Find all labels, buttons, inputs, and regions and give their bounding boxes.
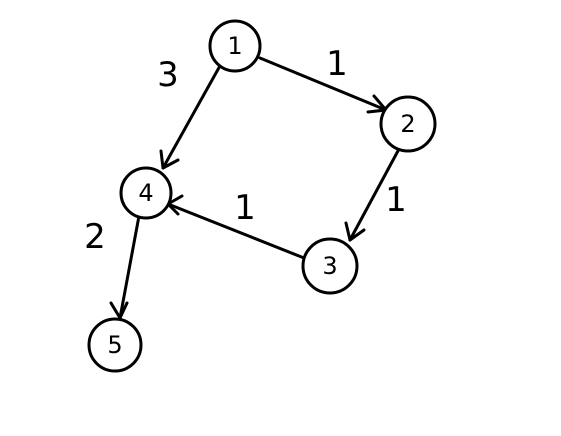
node-label-1: 1	[227, 32, 242, 60]
weight-label-3-4: 1	[234, 188, 256, 228]
node-label-3: 3	[322, 252, 337, 280]
node-2: 2	[379, 95, 437, 153]
weight-label-1-2: 1	[326, 44, 348, 84]
weight-label-2-3: 1	[385, 180, 407, 220]
node-1: 1	[208, 19, 262, 73]
edge-1-2	[258, 56, 388, 114]
node-label-2: 2	[400, 110, 415, 138]
node-4: 4	[119, 166, 173, 220]
node-5: 5	[87, 317, 143, 373]
edge-2-3	[344, 147, 401, 242]
node-label-4: 4	[138, 179, 153, 207]
edge-1-4	[159, 62, 223, 170]
node-label-5: 5	[107, 331, 122, 359]
weight-label-4-5: 2	[84, 217, 106, 257]
node-3: 3	[301, 237, 359, 295]
edge-4-5	[109, 214, 141, 320]
weight-label-1-4: 3	[157, 55, 179, 95]
